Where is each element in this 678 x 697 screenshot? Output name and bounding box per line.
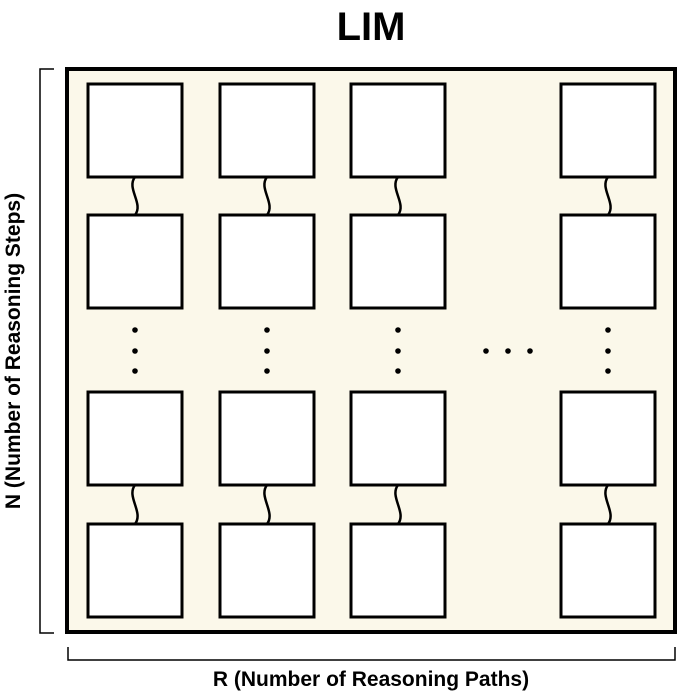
reasoning-step-box xyxy=(86,522,184,619)
horizontal-ellipsis-dot xyxy=(483,348,489,354)
reasoning-step-box xyxy=(218,213,316,310)
vertical-ellipsis-dot xyxy=(395,348,401,354)
reasoning-step-box xyxy=(218,390,316,487)
vertical-ellipsis-dot xyxy=(605,368,611,374)
reasoning-step-box xyxy=(559,213,657,310)
reasoning-step-box xyxy=(218,82,316,179)
reasoning-step-box xyxy=(86,213,184,310)
vertical-ellipsis-dot xyxy=(132,368,138,374)
reasoning-step-box xyxy=(349,213,447,310)
vertical-ellipsis-dot xyxy=(395,368,401,374)
reasoning-step-box xyxy=(86,390,184,487)
vertical-ellipsis-dot xyxy=(132,327,138,333)
x-axis-label: R (Number of Reasoning Paths) xyxy=(213,668,529,691)
reasoning-step-box xyxy=(559,82,657,179)
vertical-ellipsis-dot xyxy=(395,327,401,333)
reasoning-step-box xyxy=(86,82,184,179)
vertical-ellipsis-dot xyxy=(264,368,270,374)
horizontal-ellipsis-dot xyxy=(505,348,511,354)
step-connector xyxy=(394,484,402,525)
reasoning-step-box xyxy=(559,390,657,487)
step-connector xyxy=(263,484,271,525)
x-axis-bracket xyxy=(67,647,676,661)
reasoning-step-box xyxy=(559,522,657,619)
y-axis-bracket xyxy=(39,68,54,634)
reasoning-grid xyxy=(86,82,657,619)
reasoning-step-box xyxy=(349,522,447,619)
reasoning-step-box xyxy=(349,82,447,179)
vertical-ellipsis-dot xyxy=(605,348,611,354)
step-connector xyxy=(604,176,612,216)
step-connector xyxy=(604,484,612,525)
reasoning-step-box xyxy=(218,522,316,619)
y-axis-label: N (Number of Reasoning Steps) xyxy=(2,193,25,509)
reasoning-step-box xyxy=(349,390,447,487)
step-connector xyxy=(131,484,139,525)
vertical-ellipsis-dot xyxy=(264,327,270,333)
vertical-ellipsis-dot xyxy=(605,327,611,333)
diagram-title: LIM xyxy=(337,5,406,49)
vertical-ellipsis-dot xyxy=(132,348,138,354)
step-connector xyxy=(263,176,271,216)
horizontal-ellipsis-dot xyxy=(527,348,533,354)
step-connector xyxy=(131,176,139,216)
step-connector xyxy=(394,176,402,216)
vertical-ellipsis-dot xyxy=(264,348,270,354)
